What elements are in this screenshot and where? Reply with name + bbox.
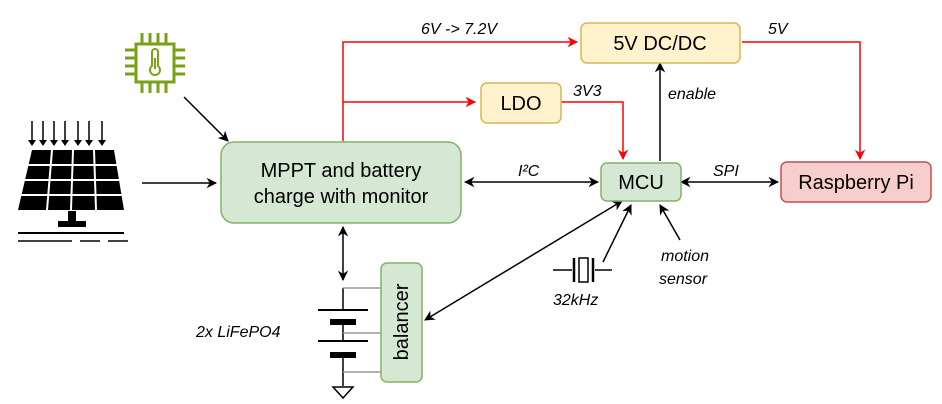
mppt-label-line2: charge with monitor	[254, 186, 429, 208]
mppt-to-dcdc-line	[342, 36, 579, 141]
mcu-label: MCU	[618, 172, 664, 194]
enable-label: enable	[668, 86, 716, 103]
balancer-mcu-link	[424, 200, 623, 321]
mcu-box[interactable]: MCU	[600, 162, 682, 202]
ground-icon	[331, 386, 355, 400]
crystal-oscillator-icon	[553, 257, 612, 283]
temperature-sensor-icon	[125, 33, 185, 93]
balance-wires	[343, 287, 381, 373]
solar-panel-icon	[18, 121, 128, 242]
ldo-label: LDO	[500, 93, 541, 115]
crystal-frequency-label: 32kHz	[553, 292, 598, 309]
i2c-label: I²C	[518, 163, 540, 180]
mppt-label-line1: MPPT and battery	[261, 160, 422, 182]
crystal-to-mcu-arrow	[602, 204, 632, 263]
dcdc-box[interactable]: 5V DC/DC	[580, 22, 741, 64]
balancer-label: balancer	[391, 283, 413, 360]
five-v-label: 5V	[768, 21, 789, 38]
ldo-box[interactable]: LDO	[480, 82, 562, 124]
signal-connections	[142, 61, 780, 321]
rpi-label: Raspberry Pi	[798, 172, 914, 194]
mppt-box[interactable]: MPPT and battery charge with monitor	[220, 141, 462, 224]
voltage-range-label: 6V -> 7.2V	[421, 21, 498, 38]
battery-label: 2x LiFePO4	[195, 324, 281, 341]
ldo-to-mcu-line	[561, 101, 629, 161]
spi-label: SPI	[713, 163, 739, 180]
motion-sensor-label-line2: sensor	[659, 271, 708, 288]
dcdc-to-rpi-line	[742, 41, 866, 161]
rpi-box[interactable]: Raspberry Pi	[780, 161, 932, 203]
balancer-box[interactable]: balancer	[380, 262, 423, 383]
battery-icon	[318, 288, 368, 386]
sensor-to-mppt-arrow	[183, 96, 229, 142]
three-v3-label: 3V3	[573, 83, 602, 100]
dcdc-label: 5V DC/DC	[613, 33, 706, 55]
motion-sensor-label-line1: motion	[661, 248, 709, 265]
motion-to-mcu-arrow	[659, 204, 681, 241]
power-connections	[342, 36, 866, 161]
